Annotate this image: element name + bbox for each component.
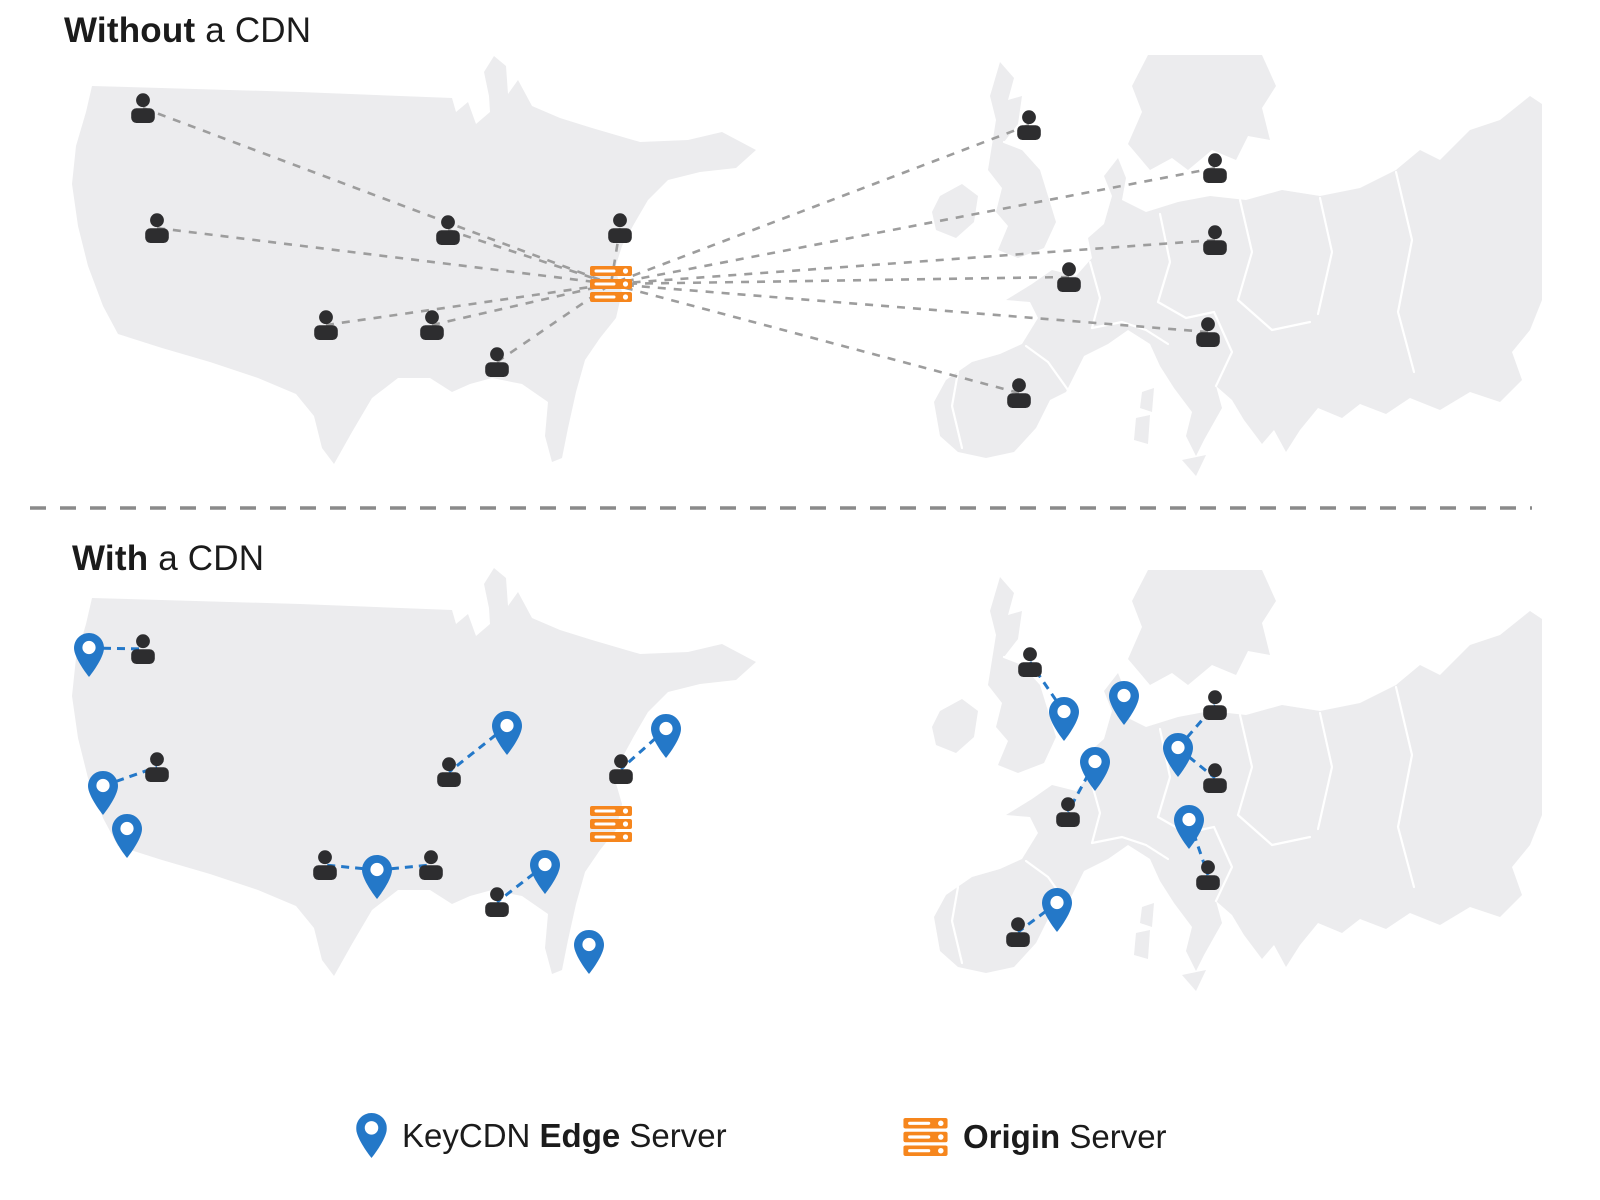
country-border (1088, 260, 1102, 330)
country-border (950, 370, 964, 450)
origin-server-icon (590, 266, 632, 302)
title-rest-text: a CDN (195, 11, 312, 50)
europe-landmass (1134, 415, 1150, 444)
edge-pin-icon (651, 714, 681, 758)
country-border (1088, 775, 1102, 845)
title-bold-text: With (72, 539, 149, 578)
origin-link-line (610, 282, 1020, 395)
country-border (1394, 685, 1416, 889)
edge-pin-icon (1042, 888, 1072, 932)
legend-edge-label: KeyCDN Edge Server (402, 1117, 727, 1155)
europe-map-silhouette-with (932, 570, 1542, 991)
legend-edge-pre: KeyCDN (402, 1116, 540, 1154)
country-border (1316, 196, 1334, 316)
legend-item-edge-server: KeyCDN Edge Server (356, 1113, 727, 1158)
country-border (950, 885, 964, 965)
country-border (1144, 843, 1170, 861)
edge-pin-icon (356, 1113, 387, 1158)
origin-link-line (447, 228, 612, 286)
europe-landmass (1182, 455, 1206, 476)
europe-landmass (934, 96, 1542, 458)
edge-pin-icon (574, 930, 604, 974)
country-border (1236, 198, 1254, 302)
legend-edge-post: Server (620, 1116, 727, 1154)
map-layer (72, 55, 1542, 991)
europe-landmass (1134, 930, 1150, 959)
europe-landmass (932, 184, 978, 238)
country-border (1002, 140, 1032, 154)
section-title-with-cdn: With a CDN (72, 538, 264, 580)
legend-origin-post: Server (1060, 1118, 1167, 1155)
europe-landmass (1140, 903, 1154, 927)
edge-link-line (448, 724, 508, 774)
country-border (1144, 328, 1170, 346)
edge-link-line (620, 727, 667, 771)
country-border (1316, 711, 1334, 831)
legend-origin-label: Origin Server (963, 1118, 1167, 1156)
title-bold-text: Without (64, 11, 196, 50)
europe-landmass (932, 699, 978, 753)
country-border (1024, 344, 1070, 392)
europe-landmass (988, 62, 1056, 258)
origin-link-line (142, 106, 612, 286)
country-border (1090, 835, 1148, 847)
country-border (1156, 300, 1216, 320)
europe-landmass (934, 611, 1542, 973)
origin-server-icon (903, 1118, 948, 1156)
origin-server-icon (590, 806, 632, 842)
origin-link-line (610, 282, 1209, 334)
origin-link-line (610, 275, 1070, 286)
europe-landmass (1128, 55, 1276, 170)
title-rest-text: a CDN (148, 539, 265, 578)
country-border (1394, 170, 1416, 374)
section-title-without-cdn: Without a CDN (64, 10, 311, 52)
country-border (1156, 212, 1172, 304)
country-border (1236, 813, 1312, 847)
legend-edge-bold: Edge (539, 1116, 621, 1154)
country-border (1212, 310, 1234, 388)
edge-link-line (88, 646, 144, 651)
country-border (1236, 298, 1312, 332)
country-border (1236, 713, 1254, 817)
origin-link-line (156, 226, 612, 286)
europe-map-silhouette (932, 55, 1542, 476)
origin-link-line (610, 238, 1216, 286)
origin-link-line (610, 123, 1030, 286)
legend-origin-bold: Origin (963, 1118, 1061, 1155)
origin-link-line (610, 166, 1216, 286)
us-map-silhouette-with (72, 568, 756, 976)
europe-landmass (1182, 970, 1206, 991)
europe-landmass (1128, 570, 1276, 685)
europe-landmass (1140, 388, 1154, 412)
legend-item-origin-server: Origin Server (903, 1118, 1167, 1156)
edge-link-line (496, 863, 546, 904)
edge-link-line (1028, 661, 1066, 713)
country-border (1212, 825, 1234, 903)
link-layer (30, 106, 1532, 934)
